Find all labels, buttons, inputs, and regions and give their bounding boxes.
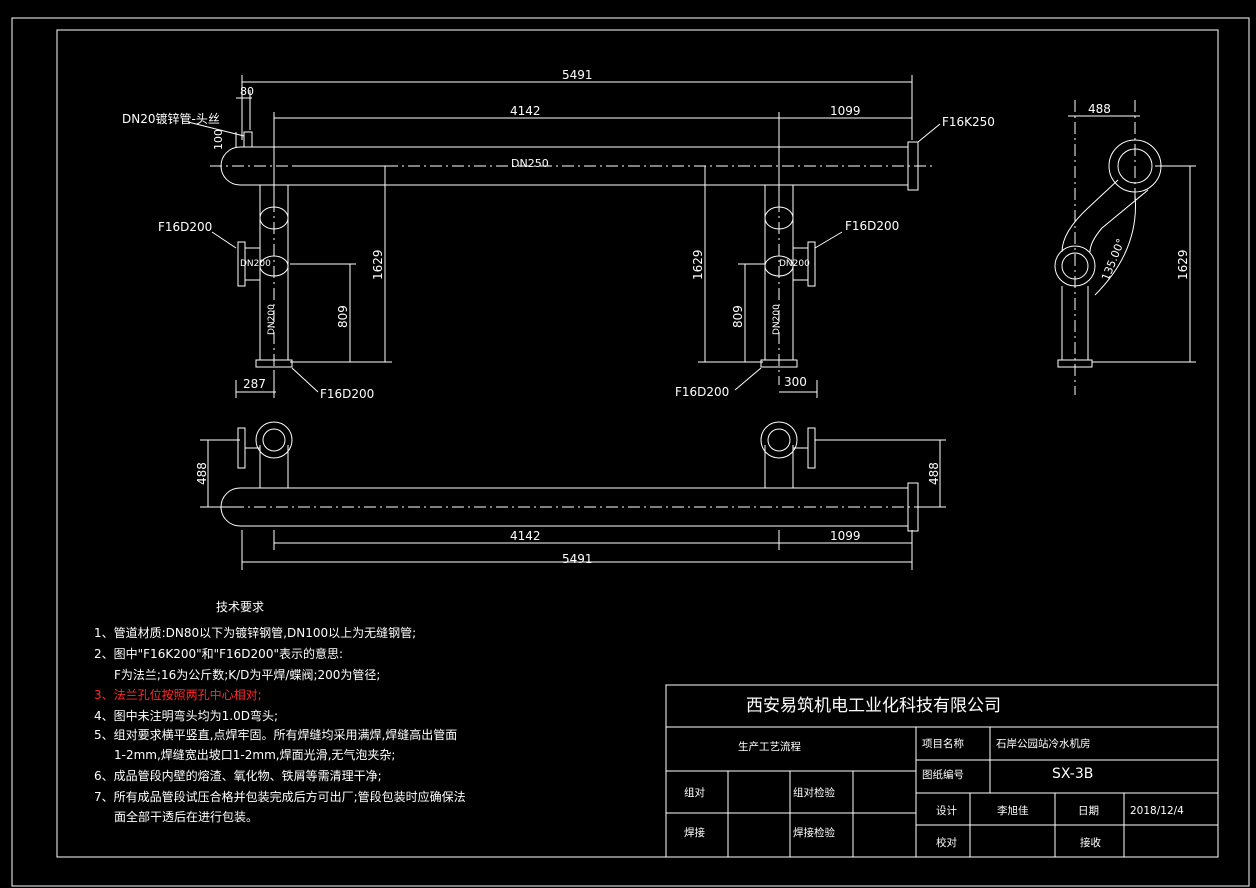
front-elevation: [187, 75, 941, 398]
assembly-check-label: 组对检验: [793, 787, 835, 799]
project-label: 项目名称: [922, 738, 964, 750]
note-line-4: 3、法兰孔位按照两孔中心相对;: [94, 688, 262, 702]
note-line-8: 6、成品管段内壁的熔渣、氧化物、铁屑等需清理干净;: [94, 769, 382, 783]
plan-view: [200, 421, 946, 570]
dim-overall: 5491: [562, 68, 593, 82]
label-dn200-left-h: DN200: [240, 259, 271, 269]
dim-plan-span-1099: 1099: [830, 529, 861, 543]
outer-frame: [11, 17, 1250, 887]
company-name: 西安易筑机电工业化科技有限公司: [746, 696, 1001, 716]
dim-right-span: 1099: [830, 104, 861, 118]
note-line-10: 面全部干透后在进行包装。: [114, 810, 259, 824]
weld-label: 焊接: [684, 827, 705, 839]
dim-lower-left: 809: [336, 305, 350, 328]
design-label: 设计: [936, 805, 957, 817]
note-line-5: 4、图中未注明弯头均为1.0D弯头;: [94, 709, 279, 723]
review-label: 校对: [936, 837, 957, 849]
designer-name: 李旭佳: [997, 805, 1029, 817]
label-dn200-right-v: DN200: [772, 304, 782, 335]
label-f16k250: F16K250: [942, 115, 995, 129]
project-value: 石岸公园站冷水机房: [996, 738, 1091, 750]
dim-offset-left: 287: [243, 377, 266, 391]
drawing-name-label: 生产工艺流程: [738, 741, 801, 753]
date-value: 2018/12/4: [1130, 805, 1184, 817]
label-dn200-right-h: DN200: [779, 259, 810, 269]
dim-lower-right: 809: [731, 305, 745, 328]
dim-side-width: 488: [1088, 102, 1111, 116]
side-view: [1054, 100, 1196, 395]
inner-frame: [56, 29, 1219, 858]
dim-plan-right-488: 488: [927, 462, 941, 485]
label-f16d200-right-upper: F16D200: [845, 219, 900, 233]
weld-check-label: 焊接检验: [793, 827, 835, 839]
dim-side-height: 1629: [1176, 249, 1190, 280]
label-f16d200-left-lower: F16D200: [320, 387, 375, 401]
notes-heading: 技术要求: [216, 600, 265, 614]
note-line-1: 1、管道材质:DN80以下为镀锌钢管,DN100以上为无缝钢管;: [94, 626, 417, 640]
title-block: [665, 684, 1219, 858]
label-f16d200-right-lower: F16D200: [675, 385, 730, 399]
drawing-no-label: 图纸编号: [922, 769, 964, 781]
label-dn200-left-v: DN200: [267, 304, 277, 335]
label-dn250: DN250: [511, 157, 549, 170]
drawing-no-value: SX-3B: [1052, 766, 1094, 782]
dim-plan-span-4142: 4142: [510, 529, 541, 543]
dim-height-right: 1629: [691, 249, 705, 280]
note-line-2: 2、图中"F16K200"和"F16D200"表示的意思:: [94, 647, 344, 661]
dim-top-80: 80: [240, 85, 254, 98]
note-line-6: 5、组对要求横平竖直,点焊牢固。所有焊缝均采用满焊,焊缝高出管面: [94, 728, 458, 742]
note-line-3: F为法兰;16为公斤数;K/D为平焊/蝶阀;200为管径;: [114, 668, 381, 682]
note-line-9: 7、所有成品管段试压合格并包装完成后方可出厂;管段包装时应确保法: [94, 790, 466, 804]
dim-top-100: 100: [212, 129, 225, 150]
label-f16d200-left-upper: F16D200: [158, 220, 213, 234]
dim-offset-right: 300: [784, 375, 807, 389]
dim-plan-overall: 5491: [562, 552, 593, 566]
dim-height-left: 1629: [371, 249, 385, 280]
assembly-label: 组对: [684, 787, 705, 799]
label-dn20: DN20镀锌管-头丝: [122, 112, 220, 126]
dim-plan-left-488: 488: [195, 462, 209, 485]
dim-left-span: 4142: [510, 104, 541, 118]
note-line-7: 1-2mm,焊缝宽出坡口1-2mm,焊面光滑,无气泡夹杂;: [114, 748, 396, 762]
accept-label: 接收: [1080, 837, 1101, 849]
date-label: 日期: [1078, 805, 1099, 817]
